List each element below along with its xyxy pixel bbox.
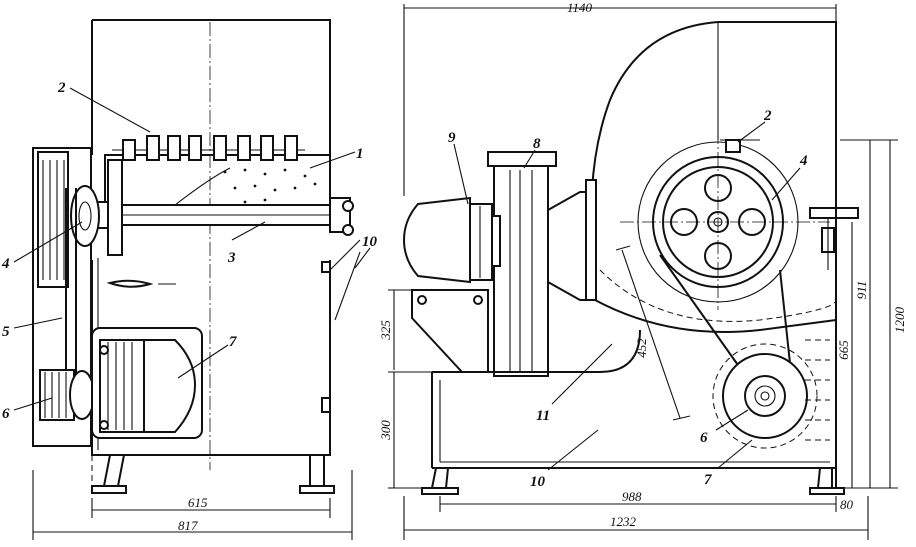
right-callout-7: 7 [704, 472, 712, 488]
right-callout-4: 4 [799, 153, 808, 169]
left-view [13, 19, 371, 540]
right-callout-10: 10 [530, 474, 546, 490]
right-view [388, 4, 898, 540]
left-callout-2: 2 [57, 80, 66, 96]
right-dim-300: 300 [378, 420, 393, 441]
right-callout-11: 11 [536, 408, 550, 424]
left-dim-615: 615 [188, 495, 208, 510]
left-callout-10: 10 [362, 234, 378, 250]
electric-motor [91, 327, 203, 439]
right-dim-911: 911 [854, 281, 869, 300]
fan-motor [402, 196, 501, 284]
right-callout-8: 8 [533, 136, 541, 152]
left-dim-817: 817 [178, 518, 198, 533]
right-callout-9: 9 [448, 130, 456, 146]
left-callout-1: 1 [356, 146, 364, 162]
small-pulley [712, 343, 818, 449]
large-pulley [620, 130, 830, 310]
left-callout-5: 5 [2, 324, 10, 340]
left-callout-4: 4 [1, 256, 10, 272]
left-callout-3: 3 [227, 250, 236, 266]
right-callout-6: 6 [700, 430, 708, 446]
right-dim-1232: 1232 [610, 514, 637, 529]
right-dim-1140: 1140 [567, 0, 593, 15]
nozzle-row [112, 135, 305, 161]
right-dim-1200: 1200 [892, 307, 907, 334]
right-dim-988: 988 [622, 489, 642, 504]
right-callout-2: 2 [763, 108, 772, 124]
right-dim-325: 325 [378, 320, 393, 341]
right-dim-80: 80 [840, 497, 854, 512]
fan-housing [487, 151, 597, 377]
left-callout-6: 6 [2, 406, 10, 422]
left-callout-7: 7 [229, 334, 237, 350]
belt-pulley-assembly [32, 147, 100, 447]
product-dots [223, 168, 317, 204]
right-dim-452: 452 [634, 338, 649, 358]
right-dim-665: 665 [836, 340, 851, 360]
